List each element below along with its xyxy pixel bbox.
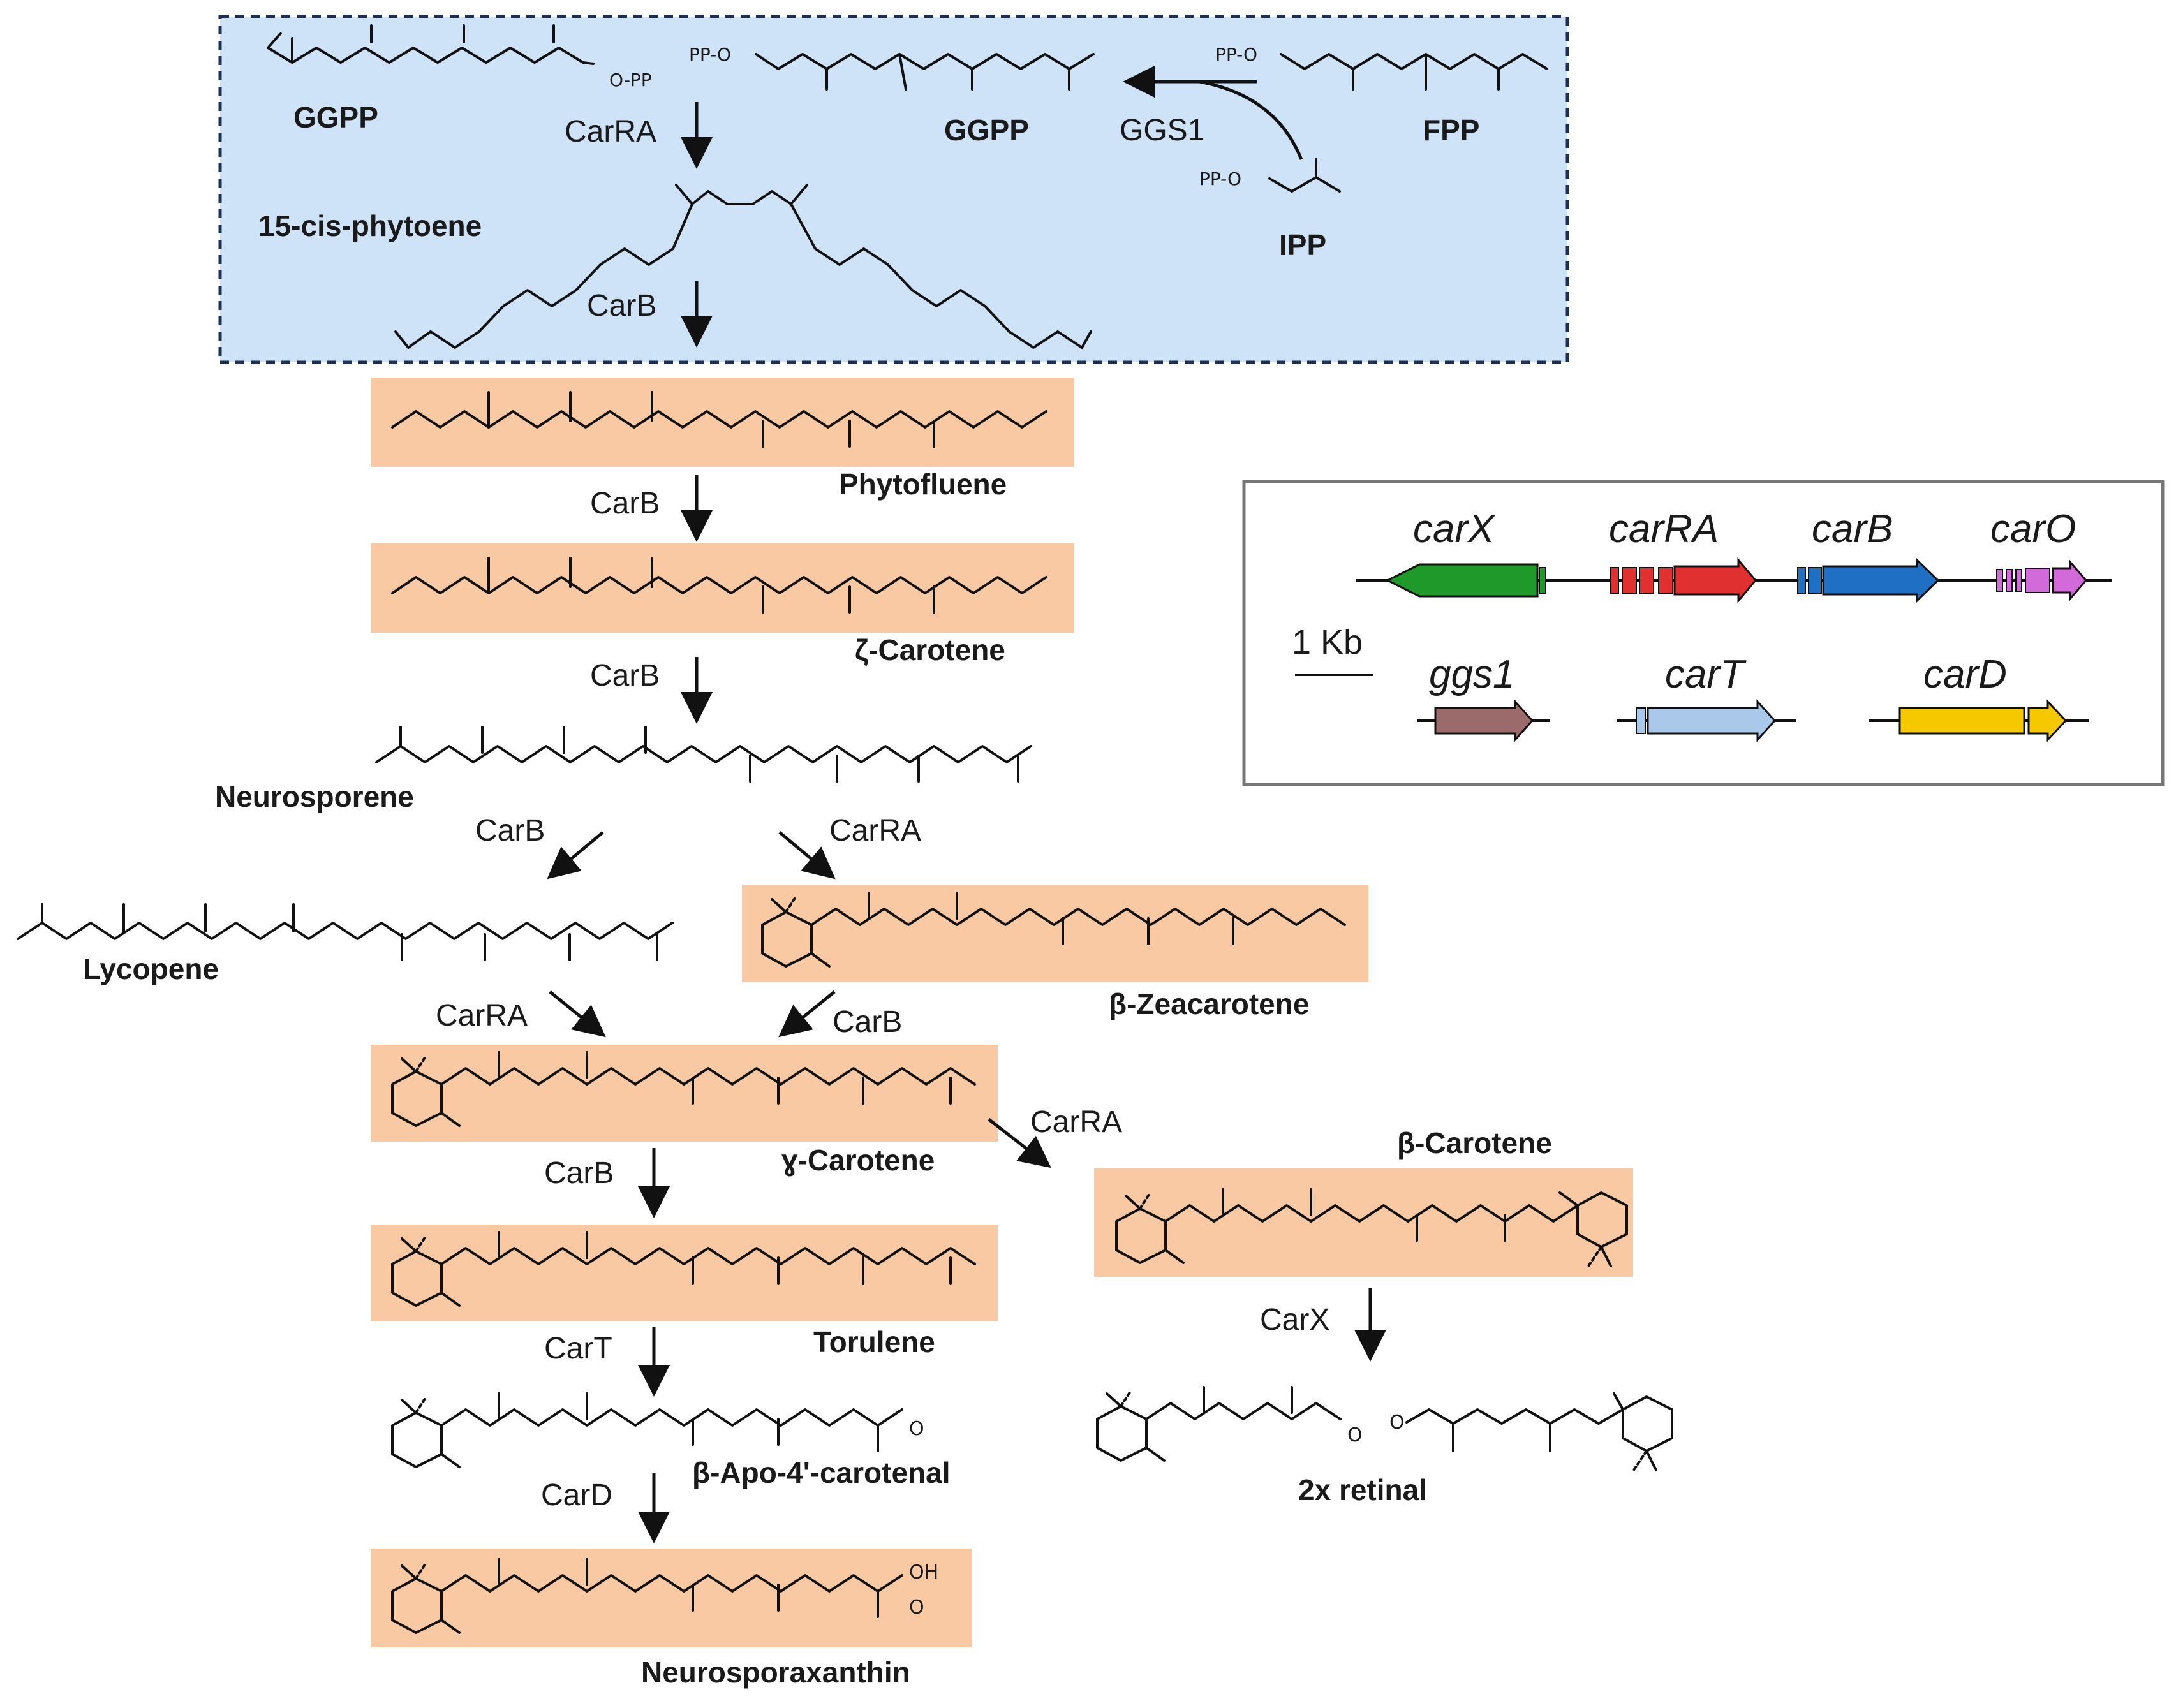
carb-enzyme-label-5: CarB xyxy=(833,1005,902,1039)
ipp-label: IPP xyxy=(1279,228,1326,261)
gene-carx-exon xyxy=(1539,567,1546,594)
gene-carb xyxy=(1822,557,1940,603)
fpp-label: FPP xyxy=(1423,114,1479,147)
retinal-right-structure xyxy=(1405,1392,1673,1471)
gene-caro xyxy=(2052,559,2087,602)
beta-apo-carotenal-label: β-Apo-4'-carotenal xyxy=(692,1456,951,1489)
gene-label-carb: carB xyxy=(1812,507,1893,551)
card-enzyme-label: CarD xyxy=(541,1478,612,1512)
ggpp-left-label: GGPP xyxy=(293,101,378,134)
gene-caro-exon-2 xyxy=(2006,569,2013,592)
neurosporaxanthin-label: Neurosporaxanthin xyxy=(641,1656,910,1689)
beta-carotene-structure xyxy=(1115,1188,1628,1267)
gene-carra-exon-1 xyxy=(1610,567,1619,594)
gene-carra-exon-2 xyxy=(1622,567,1637,594)
gene-cart-exon-1 xyxy=(1636,707,1646,734)
ipp-structure xyxy=(1268,158,1341,193)
zeta-carotene-label: ζ-Carotene xyxy=(855,633,1005,666)
torulene-structure xyxy=(391,1231,976,1307)
carra-enzyme-label-1: CarRA xyxy=(565,115,656,149)
phytofluene-structure xyxy=(391,391,1047,448)
gamma-carotene-box xyxy=(371,1045,998,1142)
gene-carra-exon-3 xyxy=(1639,567,1654,594)
ggs1-enzyme-label: GGS1 xyxy=(1120,114,1204,147)
neurosporene-label: Neurosporene xyxy=(215,780,414,813)
carb-arrow-4 xyxy=(547,831,604,880)
carra-enzyme-label-2: CarRA xyxy=(829,814,921,848)
gene-label-ggs1: ggs1 xyxy=(1429,652,1514,696)
gamma-carotene-label: ɣ-Carotene xyxy=(781,1144,935,1177)
zeta-carotene-structure xyxy=(391,557,1047,614)
retinal-left-structure xyxy=(1096,1386,1342,1462)
beta-zeacarotene-label: β-Zeacarotene xyxy=(1109,987,1309,1020)
neurosporaxanthin-box xyxy=(371,1549,972,1647)
gene-label-carra: carRA xyxy=(1609,507,1719,551)
cart-enzyme-label: CarT xyxy=(544,1332,612,1366)
phytoene-structure xyxy=(394,184,1092,349)
beta-carotene-box xyxy=(1094,1168,1633,1277)
gamma-carotene-structure xyxy=(391,1051,976,1127)
neurosporaxanthin-hydroxyl: OH xyxy=(909,1561,938,1584)
gene-ggs1 xyxy=(1434,699,1534,742)
gene-carb-exon-1 xyxy=(1797,567,1806,594)
carra-enzyme-label-3: CarRA xyxy=(436,999,528,1033)
gene-label-cart: carT xyxy=(1665,652,1747,696)
phytoene-label: 15-cis-phytoene xyxy=(258,209,482,242)
gene-label-card: carD xyxy=(1923,652,2007,696)
ggpp-right-label: GGPP xyxy=(944,114,1029,147)
pp-o-label-fpp: PP-O xyxy=(1215,44,1257,65)
neurosporene-structure xyxy=(375,726,1032,783)
carra-arrow-3 xyxy=(549,990,606,1038)
phytofluene-label: Phytofluene xyxy=(839,467,1007,501)
carb-enzyme-label-4: CarB xyxy=(475,814,545,848)
neurosporaxanthin-oxygen: O xyxy=(909,1596,924,1619)
carb-enzyme-label-3: CarB xyxy=(590,659,660,693)
torulene-box xyxy=(371,1225,998,1321)
gene-caro-exon-4 xyxy=(2025,568,2050,593)
gene-carx xyxy=(1385,563,1539,598)
beta-carotene-label: β-Carotene xyxy=(1397,1126,1552,1160)
gene-carra-exon-4 xyxy=(1658,567,1673,594)
carb-arrow-5 xyxy=(778,990,836,1038)
retinal-left-oxygen: O xyxy=(1347,1424,1363,1447)
carra-arrow-4 xyxy=(988,1118,1051,1168)
ggpp-left-structure xyxy=(267,24,595,65)
scale-bar-label: 1 Kb xyxy=(1292,623,1363,661)
o-pp-label: O-PP xyxy=(609,70,652,91)
gene-carra xyxy=(1673,557,1757,604)
gene-caro-exon-3 xyxy=(2015,569,2022,592)
gene-card xyxy=(2027,699,2068,742)
pp-o-label-ipp: PP-O xyxy=(1199,168,1241,189)
retinal-right-oxygen: O xyxy=(1389,1411,1405,1434)
gene-caro-exon-1 xyxy=(1996,569,2003,592)
carb-enzyme-label-2: CarB xyxy=(590,487,660,520)
gene-cart xyxy=(1647,699,1777,742)
carb-enzyme-label-6: CarB xyxy=(544,1156,614,1190)
gene-carb-exon-2 xyxy=(1808,567,1822,594)
ipp-incoming-arc xyxy=(1199,80,1303,160)
carb-enzyme-label-1: CarB xyxy=(587,289,656,323)
ggpp-right-structure xyxy=(755,53,1095,91)
gene-card-exon-1 xyxy=(1898,707,2025,735)
fpp-structure xyxy=(1280,53,1548,91)
carra-arrow-2 xyxy=(778,831,836,880)
lycopene-structure xyxy=(17,903,674,961)
torulene-label: Torulene xyxy=(813,1325,935,1358)
gene-label-caro: carO xyxy=(1990,507,2076,551)
neurosporaxanthin-structure xyxy=(391,1558,903,1634)
carra-enzyme-label-4: CarRA xyxy=(1030,1105,1122,1139)
beta-zeacarotene-box xyxy=(742,885,1368,982)
pp-o-label-ggpp: PP-O xyxy=(689,44,731,65)
beta-zeacarotene-structure xyxy=(761,892,1346,968)
carx-enzyme-label: CarX xyxy=(1260,1303,1329,1337)
retinal-label: 2x retinal xyxy=(1298,1473,1427,1506)
apo-carotenal-oxygen: O xyxy=(909,1418,924,1440)
upstream-box xyxy=(218,15,1569,364)
beta-apo-carotenal-structure xyxy=(391,1392,903,1468)
gene-label-carx: carX xyxy=(1413,507,1496,551)
lycopene-label: Lycopene xyxy=(83,952,219,985)
